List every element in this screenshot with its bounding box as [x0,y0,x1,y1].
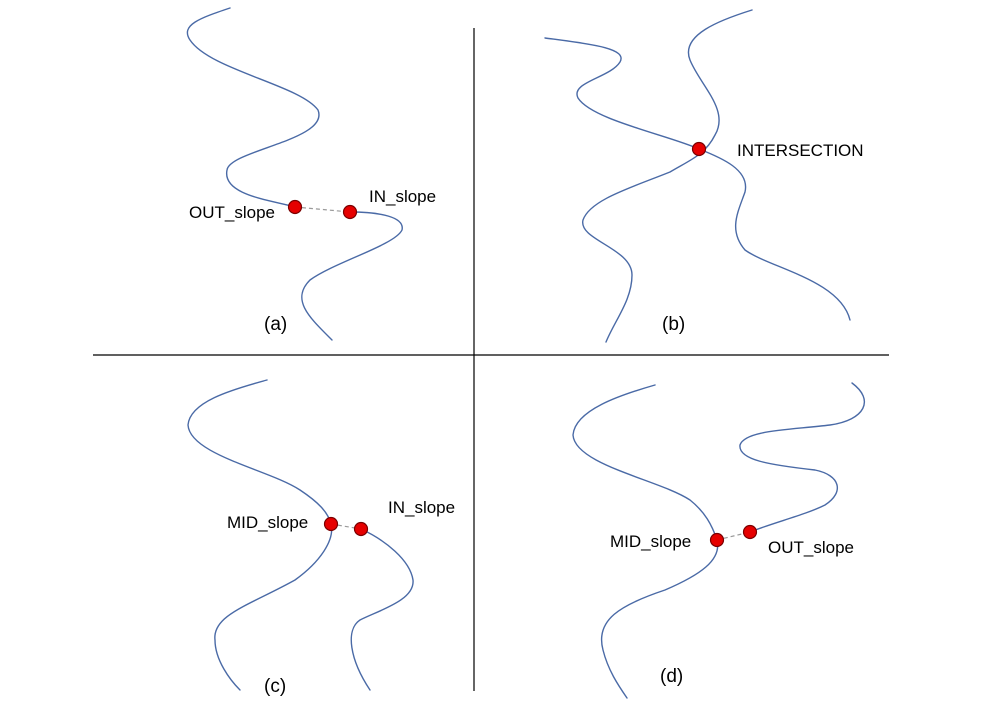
panel-b-curve-1 [544,37,851,321]
panel-c-lower-curve [214,523,333,691]
panel-c-mid-slope-label: MID_slope [227,513,308,532]
panel-b-curve-2 [582,9,753,343]
panel-d-out-slope-point [742,524,758,540]
panel-a-out-slope-point [287,199,303,215]
panel-c-in-slope-label: IN_slope [388,498,455,517]
panel-c-caption: (c) [264,676,286,697]
panel-a-in-slope-label: IN_slope [369,187,436,206]
panel-a: OUT_slope IN_slope (a) [186,7,436,341]
panel-d-mid-slope-label: MID_slope [610,532,691,551]
panel-a-in-slope-point [342,204,358,220]
panel-c-connector [330,523,362,530]
panel-b-intersection-point [691,141,707,157]
panel-a-upper-curve [186,7,320,208]
panel-b-caption: (b) [662,314,685,335]
panel-c-mid-slope-point [323,516,339,532]
panel-b-intersection-label: INTERSECTION [737,141,864,160]
panel-b: INTERSECTION (b) [544,9,864,343]
panel-c-in-slope-point [353,521,369,537]
panel-a-out-slope-label: OUT_slope [189,203,275,222]
panel-c: MID_slope IN_slope (c) [187,379,455,697]
panel-d-caption: (d) [660,666,683,687]
panel-d-out-slope-label: OUT_slope [768,538,854,557]
panel-c-right-curve [350,528,414,691]
panel-c-upper-curve [187,379,332,525]
panel-d-mid-slope-point [709,532,725,548]
panel-a-caption: (a) [264,314,287,335]
panel-d: MID_slope OUT_slope (d) [572,382,865,699]
panel-a-connector [294,206,351,213]
panel-d-right-curve [739,382,865,533]
panel-a-lower-curve [301,211,403,341]
